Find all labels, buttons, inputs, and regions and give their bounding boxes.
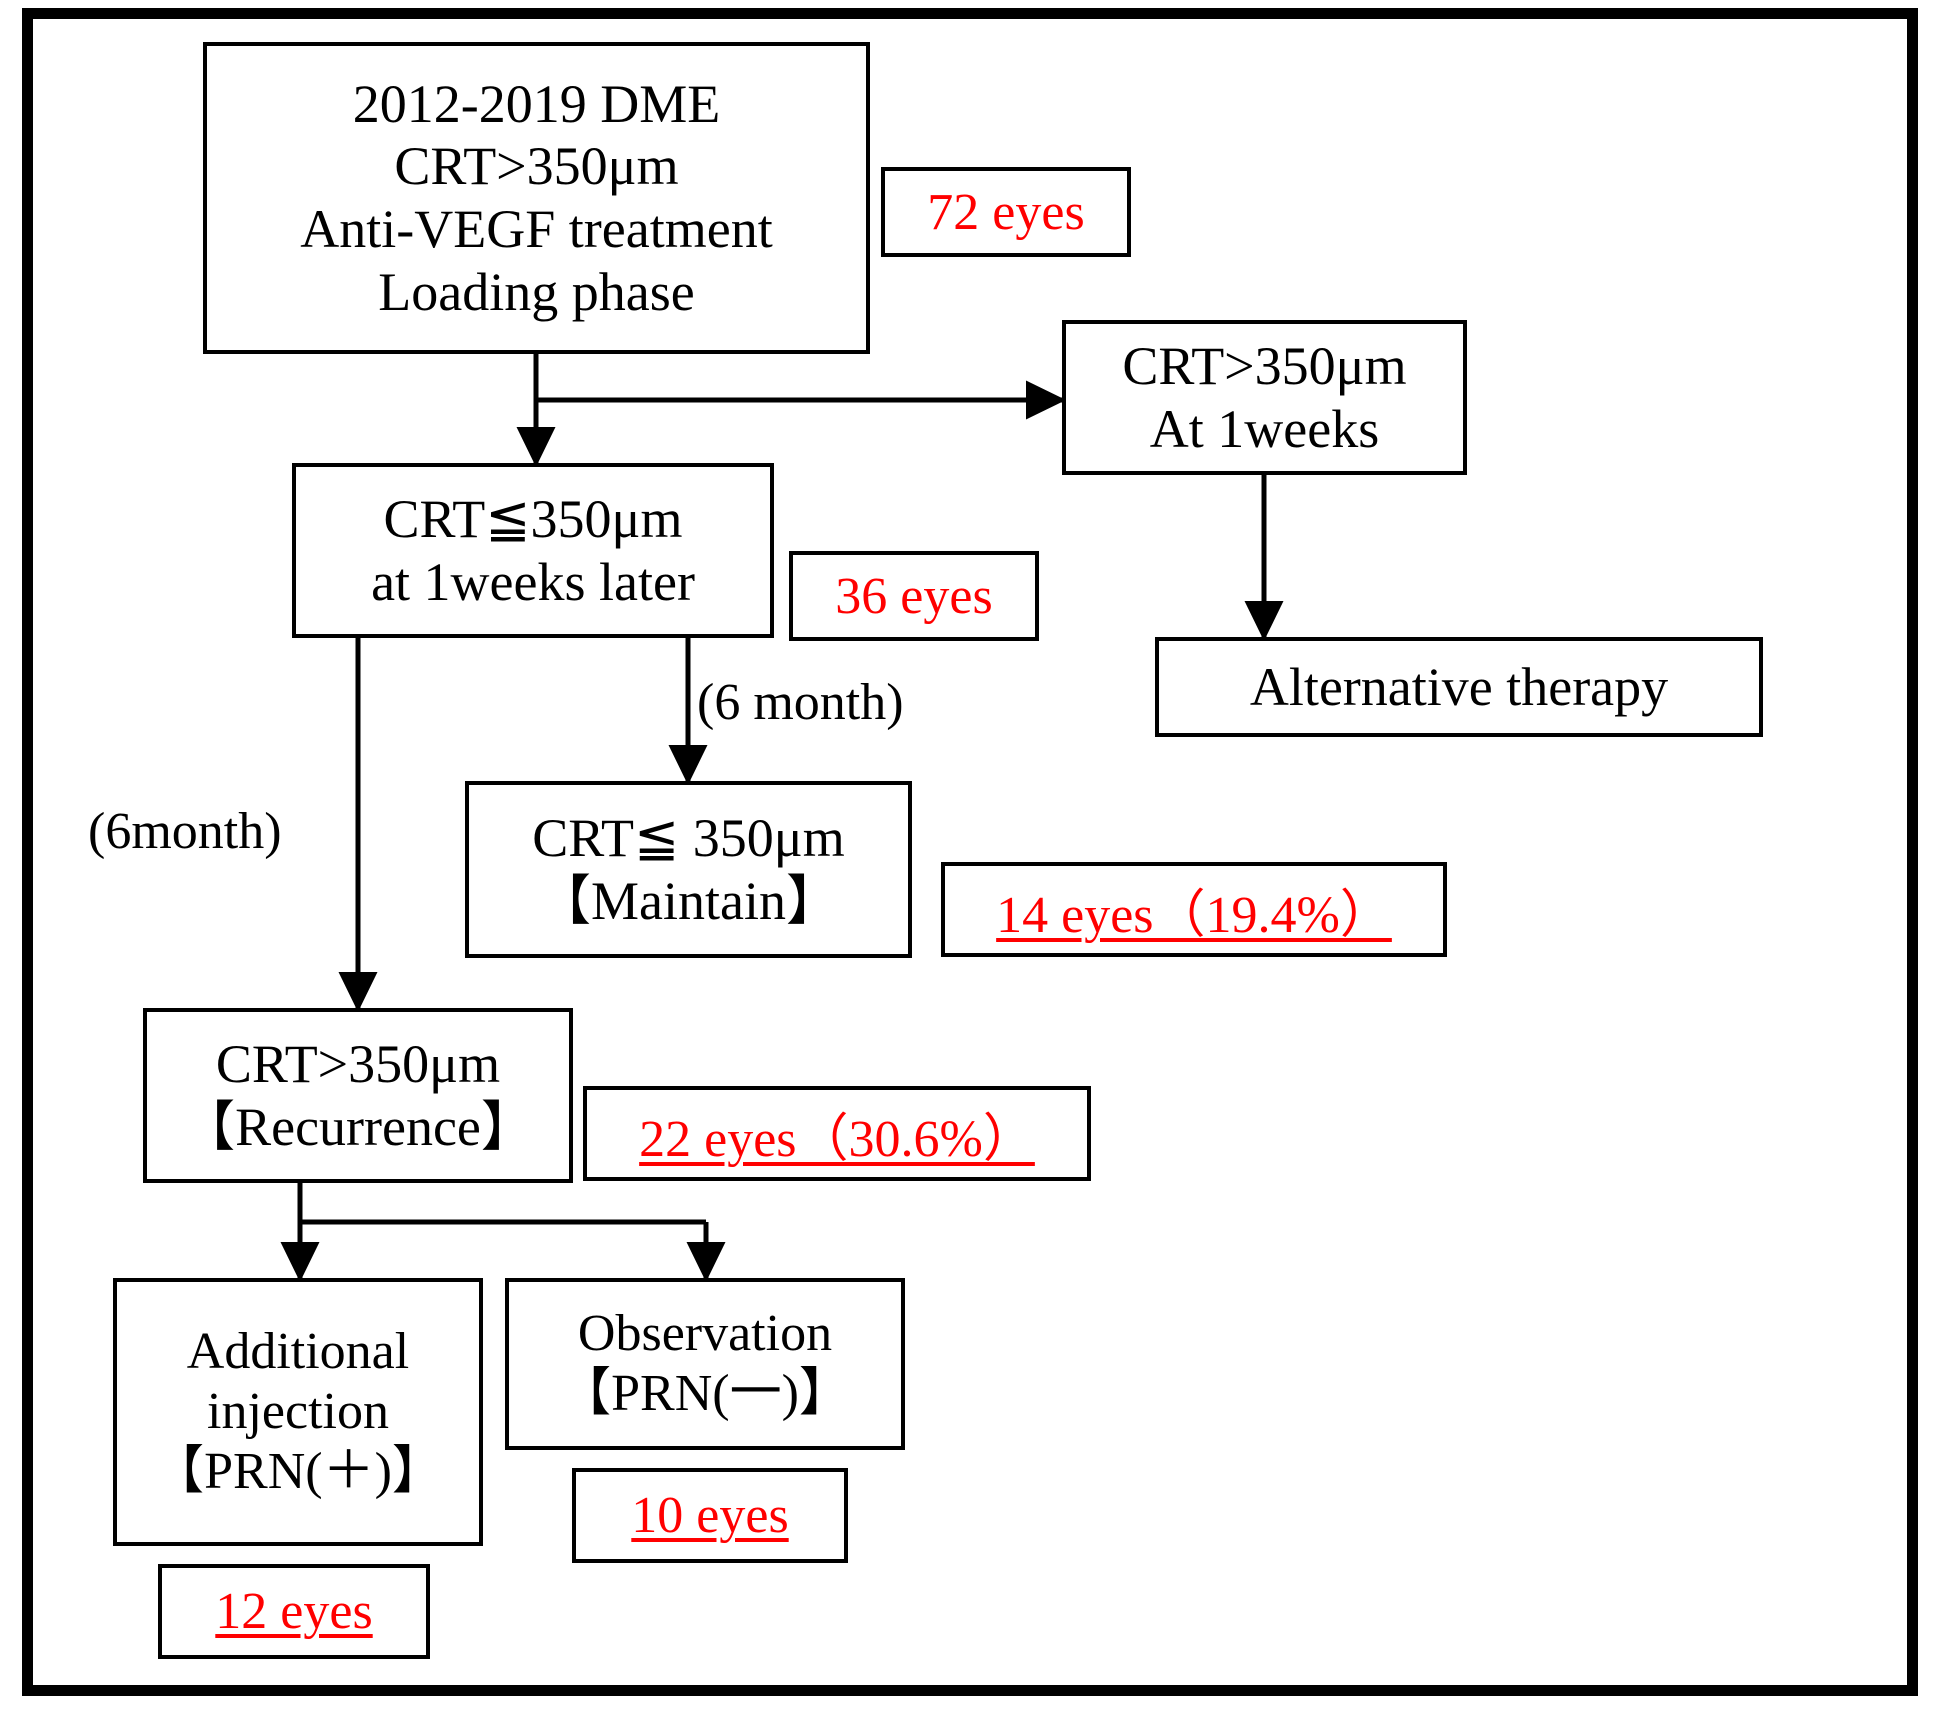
node-alternative-therapy-line-1: Alternative therapy (1249, 656, 1669, 717)
node-maintain-line-1: CRT≦ 350μm (532, 807, 845, 868)
count-badge-recurrence: 22 eyes（30.6%） (583, 1086, 1091, 1181)
node-source-line-4: Loading phase (378, 261, 695, 322)
count-badge-observation-label: 10 eyes (631, 1487, 789, 1544)
node-crt-low-1week[interactable]: CRT≦350μm at 1weeks later (292, 463, 774, 638)
node-source-line-3: Anti-VEGF treatment (300, 199, 773, 259)
node-additional-injection-line-3: 【PRN(＋)】 (152, 1443, 444, 1501)
node-crt-high-1week-line-1: CRT>350μm (1122, 335, 1407, 396)
node-observation-line-2: 【PRN(一)】 (559, 1365, 851, 1422)
figure-border (22, 8, 1918, 1696)
node-crt-high-1week-line-2: At 1weeks (1149, 398, 1380, 459)
count-badge-additional-injection: 12 eyes (158, 1564, 430, 1659)
node-alternative-therapy[interactable]: Alternative therapy (1155, 637, 1763, 737)
node-recurrence-line-1: CRT>350μm (215, 1033, 501, 1094)
count-badge-maintain: 14 eyes（19.4%） (941, 862, 1447, 957)
node-source-population[interactable]: 2012-2019 DME CRT>350μm Anti-VEGF treatm… (203, 42, 870, 354)
node-observation-line-1: Observation (577, 1304, 833, 1362)
count-badge-total-label: 72 eyes (927, 183, 1085, 241)
node-additional-injection-line-1: Additional (186, 1322, 410, 1380)
node-source-line-1: 2012-2019 DME (352, 73, 721, 134)
node-additional-injection-line-2: injection (207, 1382, 389, 1440)
count-badge-responders-label: 36 eyes (835, 567, 993, 625)
node-maintain-line-2: 【Maintain】 (537, 870, 840, 931)
count-badge-total: 72 eyes (881, 167, 1131, 257)
count-badge-additional-injection-label: 12 eyes (215, 1583, 373, 1640)
count-badge-responders: 36 eyes (789, 551, 1039, 641)
node-recurrence-line-2: 【Recurrence】 (181, 1096, 535, 1157)
node-crt-low-1week-line-1: CRT≦350μm (383, 488, 683, 549)
node-crt-high-1week[interactable]: CRT>350μm At 1weeks (1062, 320, 1467, 475)
node-additional-injection[interactable]: Additional injection 【PRN(＋)】 (113, 1278, 483, 1546)
node-recurrence[interactable]: CRT>350μm 【Recurrence】 (143, 1008, 573, 1183)
count-badge-recurrence-label: 22 eyes（30.6%） (639, 1111, 1035, 1168)
edge-label-maintain-interval: (6 month) (697, 674, 904, 731)
count-badge-maintain-label: 14 eyes（19.4%） (996, 887, 1392, 944)
edge-label-recurrence-interval: (6month) (88, 803, 282, 860)
count-badge-observation: 10 eyes (572, 1468, 848, 1563)
node-maintain[interactable]: CRT≦ 350μm 【Maintain】 (465, 781, 912, 958)
node-source-line-2: CRT>350μm (394, 136, 679, 197)
node-observation[interactable]: Observation 【PRN(一)】 (505, 1278, 905, 1450)
node-crt-low-1week-line-2: at 1weeks later (371, 551, 695, 612)
